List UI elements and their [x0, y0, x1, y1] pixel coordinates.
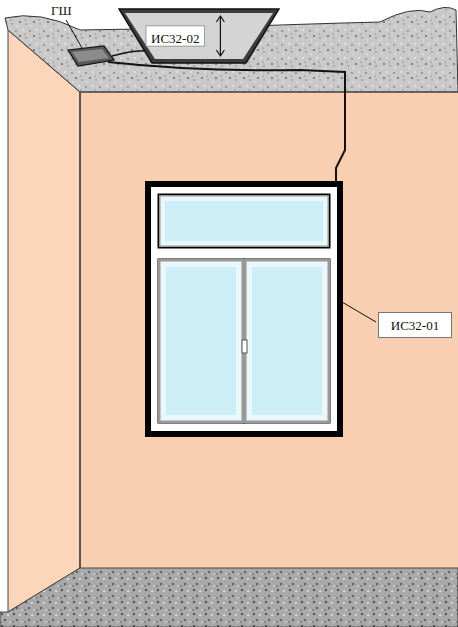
- part-label: ГШ: [50, 4, 73, 18]
- device-label: ИС32-01: [391, 319, 439, 333]
- wire: [108, 62, 345, 186]
- leader-line: [66, 20, 82, 48]
- side-wall: [8, 30, 80, 612]
- junction-box: [68, 46, 114, 66]
- detector-housing: ИС32-02: [118, 8, 280, 64]
- floor-slab: [0, 568, 458, 627]
- back-wall: [80, 90, 458, 570]
- window-frame: [148, 184, 340, 434]
- label-box: ИС32-01: [378, 312, 452, 338]
- ceiling-slab: [5, 7, 458, 92]
- leader-line: [342, 302, 376, 322]
- device-label: ИС32-02: [151, 32, 199, 46]
- window-handle: [242, 340, 247, 353]
